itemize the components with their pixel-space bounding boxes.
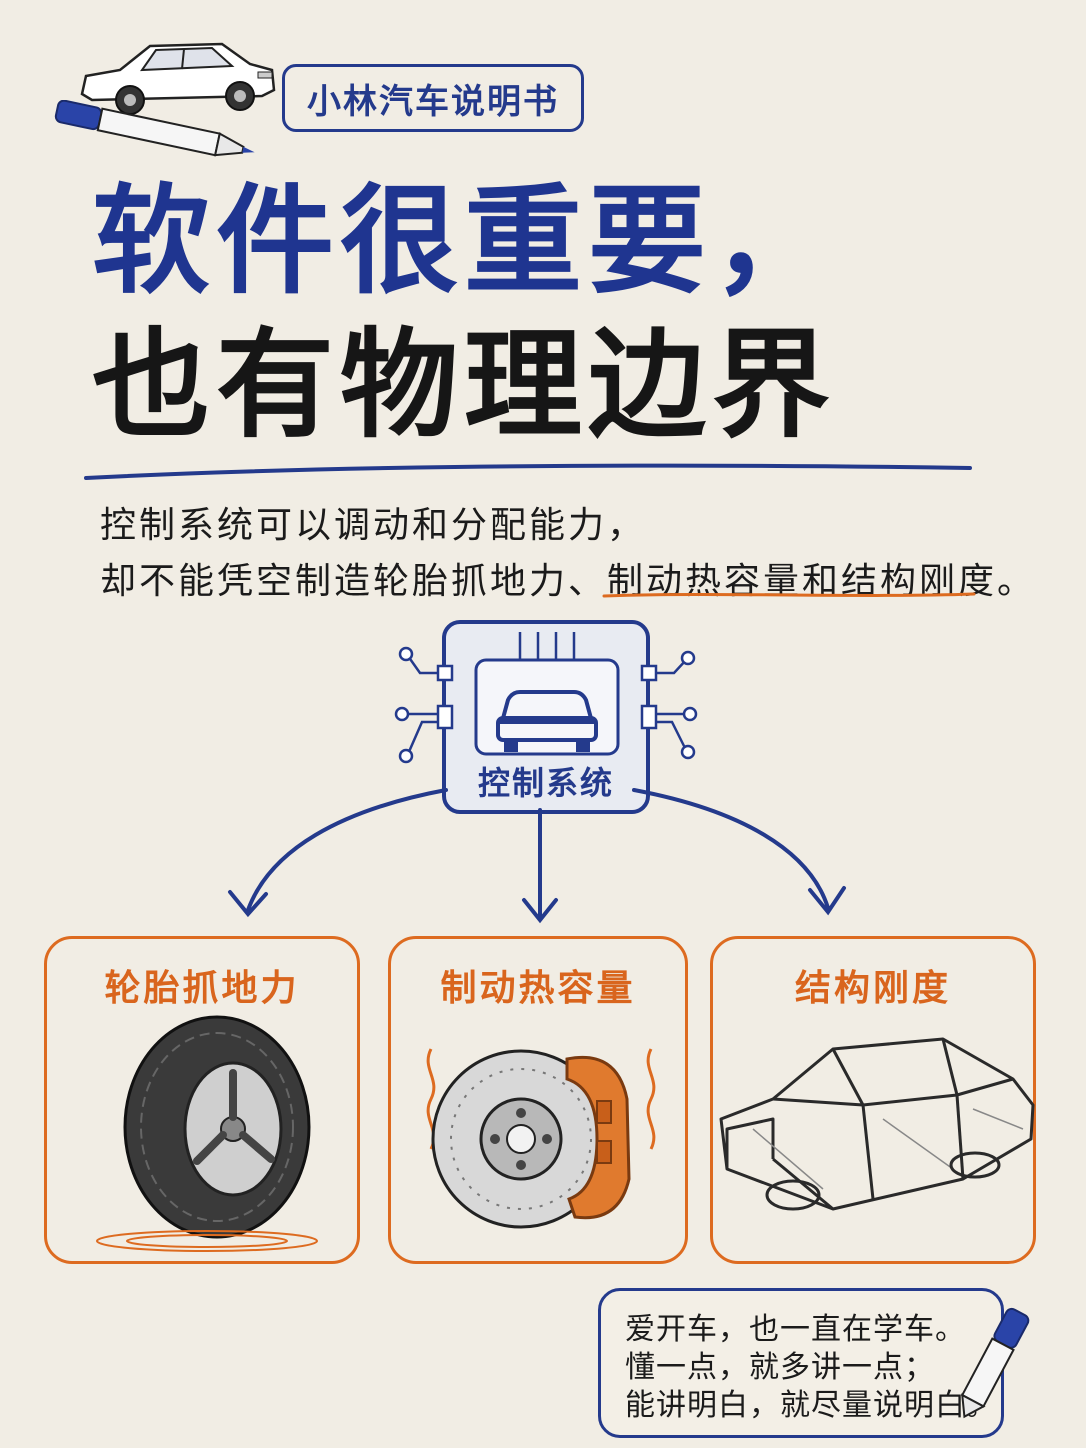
control-system-chip: [394, 620, 698, 814]
sketch-car-illustration: [80, 42, 276, 115]
flow-arrows: [228, 788, 846, 924]
note-line-2: 懂一点，就多讲一点；: [625, 1350, 935, 1385]
marker-icon: [960, 1307, 1030, 1419]
note-line-3: 能讲明白，就尽量说明白。: [625, 1388, 997, 1423]
card-tire-grip: 轮胎抓地力: [44, 936, 360, 1264]
author-note: 爱开车，也一直在学车。 懂一点，就多讲一点； 能讲明白，就尽量说明白。: [598, 1288, 1004, 1438]
title-underline: [84, 463, 972, 480]
card-title: 轮胎抓地力: [104, 968, 300, 1009]
highlight-underline: [602, 592, 976, 598]
pen-icon: [54, 100, 255, 157]
title-line-2: 也有物理边界: [92, 316, 837, 454]
car-icon: [496, 690, 598, 752]
card-title: 制动热容量: [440, 968, 636, 1009]
title-line-1: 软件很重要，: [92, 172, 837, 310]
card-title: 结构刚度: [794, 968, 951, 1009]
card-structural-rigidity: 结构刚度: [710, 936, 1036, 1264]
note-line-1: 爱开车，也一直在学车。: [625, 1312, 966, 1347]
description-line-1: 控制系统可以调动和分配能力，: [100, 505, 647, 546]
description-plain: 却不能凭空制造轮胎抓地力、: [100, 561, 608, 602]
series-tag: 小林汽车说明书: [282, 64, 584, 132]
brake-disc-icon: [426, 1048, 656, 1229]
car-body-frame-icon: [719, 1037, 1035, 1211]
tire-icon: [96, 1015, 318, 1252]
card-brake-heat: 制动热容量: [388, 936, 688, 1264]
control-system-label: 控制系统: [477, 764, 614, 802]
